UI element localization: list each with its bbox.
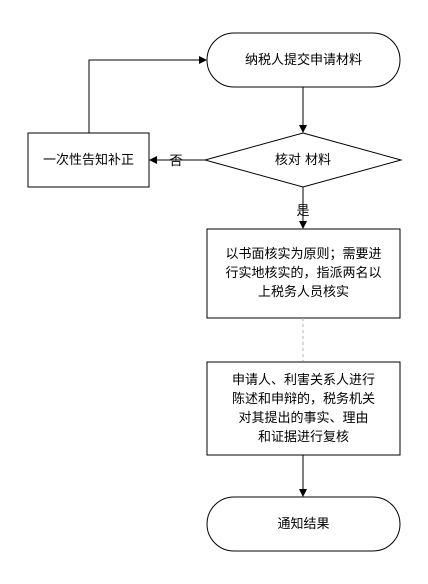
end-terminator (206, 496, 401, 552)
start-terminator (206, 32, 401, 88)
verify-box (206, 228, 401, 319)
statement-box (206, 361, 401, 456)
notify-once-box (27, 132, 150, 188)
edge-notify-to-start (88, 56, 207, 133)
check-decision (203, 132, 403, 188)
